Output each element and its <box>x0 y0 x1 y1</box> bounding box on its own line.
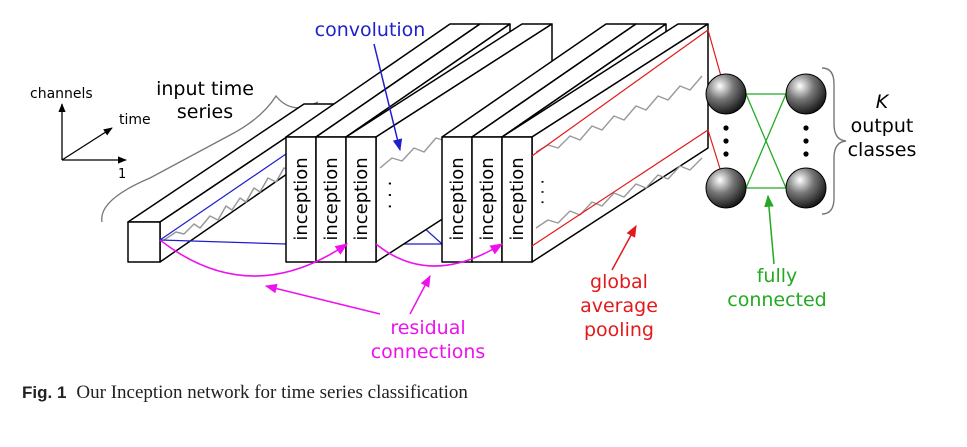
axis-one-label: 1 <box>118 167 126 182</box>
inception-label-3: inception <box>351 157 372 240</box>
input-label-line-2: series <box>177 101 233 123</box>
channels-axis-label: channels <box>30 86 93 102</box>
output-neuron-top <box>785 73 827 115</box>
output-brace <box>821 67 847 215</box>
residual-label-line-2: connections <box>371 341 486 363</box>
fc-label-line-2: connected <box>727 289 827 311</box>
figure-caption: Fig. 1 Our Inception network for time ser… <box>22 382 468 404</box>
inception-label-1: inception <box>291 157 312 240</box>
residual-label-line-1: residual <box>390 317 465 339</box>
residual-arrow-2 <box>409 274 431 315</box>
channels-ellipsis: · · · <box>533 179 552 204</box>
output-k-label: K <box>876 91 890 113</box>
figure-caption-text: Our Inception network for time series cl… <box>76 382 468 403</box>
output-neuron-bottom <box>785 167 827 209</box>
residual-arc-2 <box>375 243 504 267</box>
convolution-label: convolution <box>315 19 426 41</box>
inception-block-6 <box>501 23 709 263</box>
last-block-signal-top <box>535 75 703 153</box>
fc-label-line-1: fully <box>757 265 798 287</box>
residual-arc-1 <box>159 239 349 277</box>
convolution-arrow <box>373 43 403 152</box>
fully-connected-lines <box>745 93 787 189</box>
inception-label-6: inception <box>507 157 528 240</box>
inception-label-5: inception <box>477 157 498 240</box>
blocks-ellipsis: · · · <box>380 181 401 210</box>
gap-neuron-bottom <box>705 167 747 209</box>
inception-label-4: inception <box>447 157 468 240</box>
input-brace <box>101 94 319 223</box>
residual-arrow-1 <box>264 283 381 315</box>
last-block-signal-bottom <box>535 157 703 229</box>
gap-label-line-1: global <box>590 271 648 293</box>
input-label-line-1: input time <box>156 78 254 100</box>
gap-neuron-top <box>705 73 747 115</box>
neuron-ellipsis-dots <box>723 125 809 157</box>
time-axis-label: time <box>119 112 151 128</box>
axes-glyph <box>58 103 127 164</box>
gap-label-line-3: pooling <box>584 319 654 341</box>
fc-arrow <box>764 194 775 265</box>
output-label-line-3: classes <box>848 139 917 161</box>
gap-arrow <box>611 224 637 271</box>
inception-label-2: inception <box>321 157 342 240</box>
gap-label-line-2: average <box>580 295 658 317</box>
figure-number: Fig. 1 <box>22 383 67 402</box>
output-label-line-2: output <box>851 115 914 137</box>
